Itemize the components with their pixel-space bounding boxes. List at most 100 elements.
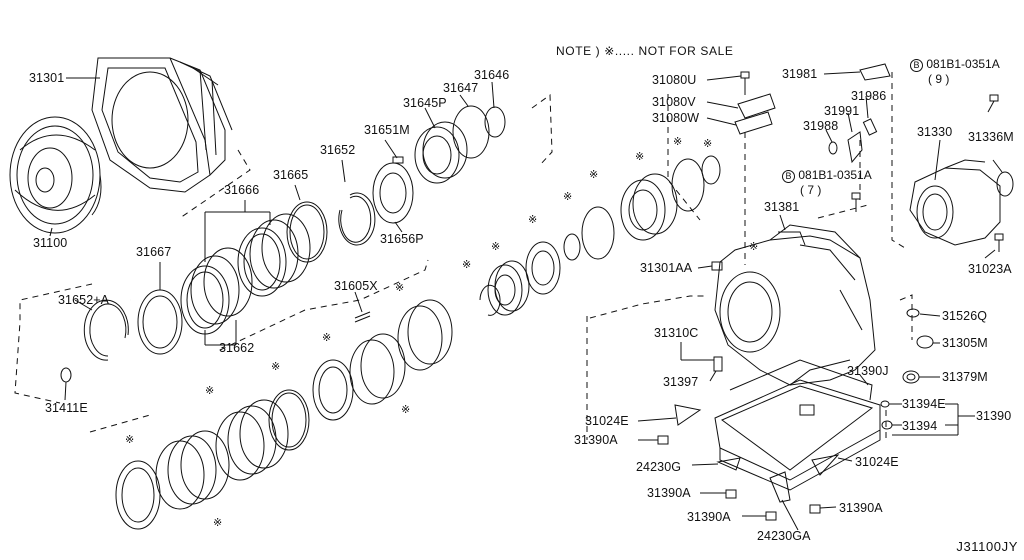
note-not-for-sale: NOTE ) ※..... NOT FOR SALE [556,44,734,58]
ring-31988 [828,141,838,155]
label-24230GA: 24230GA [757,529,811,543]
label-31394E: 31394E [902,397,946,411]
nfs-mark: ※ [395,282,405,294]
label-31605X: 31605X [334,279,378,293]
nfs-mark: ※ [205,385,215,397]
nfs-mark: ※ [125,434,135,446]
seal-31647 [452,105,490,159]
piston-31645P [414,121,468,184]
bolt-upper-right [987,94,999,113]
label-31390A-low: 31390A [687,510,731,524]
bolt-31023A [994,233,1004,252]
label-31656P: 31656P [380,232,424,246]
label-31024E-left: 31024E [585,414,629,428]
bolt-callout-top: B 081B1-0351A ( 9 ) [910,57,1000,86]
label-31646: 31646 [474,68,510,82]
label-31336M: 31336M [968,130,1014,144]
label-31301AA: 31301AA [640,261,693,275]
snap-ring-31652 [338,192,376,246]
snap-ring-31652A [83,299,129,361]
bolt-qty-top: ( 9 ) [928,72,950,86]
label-31381: 31381 [764,200,800,214]
nfs-mark: ※ [401,404,411,416]
nfs-mark: ※ [589,169,599,181]
nfs-mark: ※ [213,517,223,529]
clip-24230G [716,457,741,471]
bolt-31301AA [711,261,723,271]
label-31651M: 31651M [364,123,410,137]
bolt-31390A-3 [765,511,777,521]
label-31390J: 31390J [847,364,889,378]
clutch-plates-upper [180,213,311,335]
plug-31305M [916,335,934,349]
leader-lines [49,71,1003,531]
label-31666: 31666 [224,183,260,197]
label-31390A-right: 31390A [839,501,883,515]
bearing [525,241,561,295]
washer-31394E [880,400,890,408]
label-31411E: 31411E [45,401,88,415]
label-31310C: 31310C [654,326,699,340]
bracket-31024E-left [674,404,702,426]
dowel-31397 [713,356,723,372]
label-31652A: 31652+A [58,293,110,307]
label-31394: 31394 [902,419,938,433]
label-24230G: 24230G [636,460,682,474]
plug-31394 [881,420,893,430]
lever-31991 [847,131,863,164]
hose-31381 [778,231,806,246]
oil-pan [714,359,881,491]
bolt-callout-mid: B 081B1-0351A ( 7 ) [782,168,872,197]
nfs-mark: ※ [271,361,281,373]
plug-31411E [60,367,72,383]
section-outlines [14,72,913,440]
label-31645P: 31645P [403,96,447,110]
label-31100: 31100 [33,236,68,250]
label-31662: 31662 [219,341,255,355]
nfs-mark: ※ [563,191,573,203]
circled-b-icon: B [782,170,795,183]
label-31305M: 31305M [942,336,988,350]
label-31652: 31652 [320,143,356,157]
seal-c [671,158,705,212]
snap-ring-mid [479,284,501,316]
label-31397: 31397 [663,375,699,389]
label-31647: 31647 [443,81,479,95]
bolt-31390A-4 [809,504,821,514]
ring-31665 [286,201,328,263]
bolt-code-mid: 081B1-0351A [798,168,872,182]
label-31665: 31665 [273,168,309,182]
nfs-mark: ※ [528,214,538,226]
label-31986: 31986 [851,89,887,103]
circled-b-icon: B [910,59,923,72]
planet-gear [487,260,530,316]
pin-31986 [862,118,878,136]
label-31981: 31981 [782,67,818,81]
seal-b [581,206,615,260]
label-31080V: 31080V [652,95,696,109]
label-31330: 31330 [917,125,953,139]
bolt-31390A-1 [657,435,669,445]
clutch-pack-middle [312,299,453,421]
washer-31526Q [906,308,920,318]
label-31024E-right: 31024E [855,455,899,469]
bracket-31024E-right [811,454,840,476]
torque-converter [9,116,102,234]
drum-gear [620,173,678,241]
label-31301: 31301 [29,71,65,85]
spring-31605X [354,311,371,323]
clutch-pack-lower [115,389,310,530]
label-31667: 31667 [136,245,172,259]
nfs-mark: ※ [462,259,472,271]
plate-31080V [737,93,776,119]
seal-31646 [484,106,506,138]
seal-a [563,233,581,261]
nfs-mark: ※ [673,136,683,148]
pin-31651M [392,156,404,164]
bolt-mid [851,192,861,212]
label-31991: 31991 [824,104,860,118]
label-31023A: 31023A [968,262,1012,276]
nfs-mark: ※ [703,138,713,150]
label-31379M: 31379M [942,370,988,384]
